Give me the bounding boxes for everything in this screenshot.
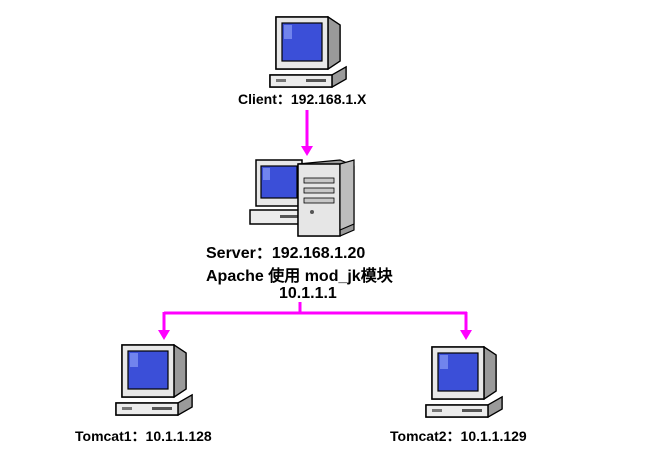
tomcat1-computer-icon [115, 344, 193, 416]
client-label: Client：192.168.1.X [238, 91, 367, 107]
server-internal-ip-label: 10.1.1.1 [279, 285, 337, 302]
tomcat1-label: Tomcat1：10.1.1.128 [75, 428, 212, 444]
server-software-label: Apache 使用 mod_jk模块 [206, 268, 393, 285]
server-address-label: Server：192.168.1.20 [206, 245, 366, 262]
server-computer-icon [249, 159, 355, 237]
client-computer-icon [269, 16, 347, 88]
tomcat2-computer-icon [425, 346, 503, 418]
server-to-tomcats-connector [158, 302, 472, 340]
client-to-server-arrow [301, 110, 313, 156]
tomcat2-label: Tomcat2：10.1.1.129 [390, 428, 527, 444]
